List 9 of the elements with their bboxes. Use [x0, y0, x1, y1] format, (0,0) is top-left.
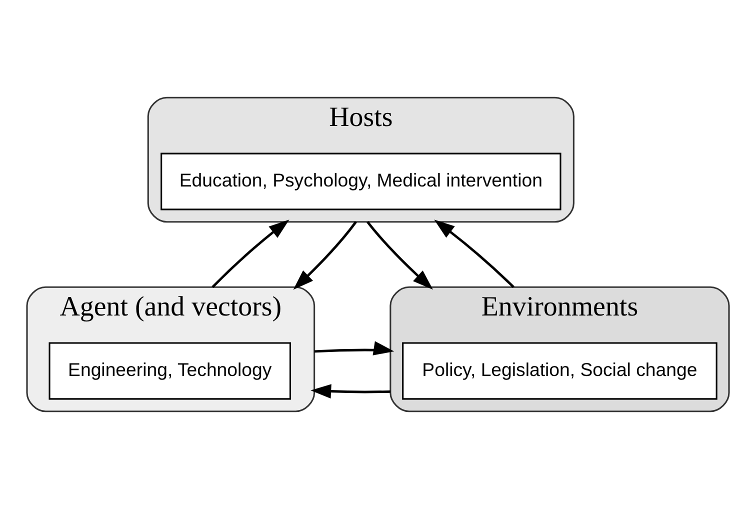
- arrow: [293, 220, 357, 290]
- arrow: [310, 384, 390, 398]
- arrow: [314, 340, 394, 355]
- arrow: [434, 219, 514, 288]
- node-box: Engineering, Technology: [48, 342, 292, 400]
- node-box: Policy, Legislation, Social change: [402, 342, 718, 400]
- arrow: [212, 219, 290, 288]
- node-box: Education, Psychology, Medical intervention: [160, 152, 562, 210]
- arrow: [366, 220, 433, 290]
